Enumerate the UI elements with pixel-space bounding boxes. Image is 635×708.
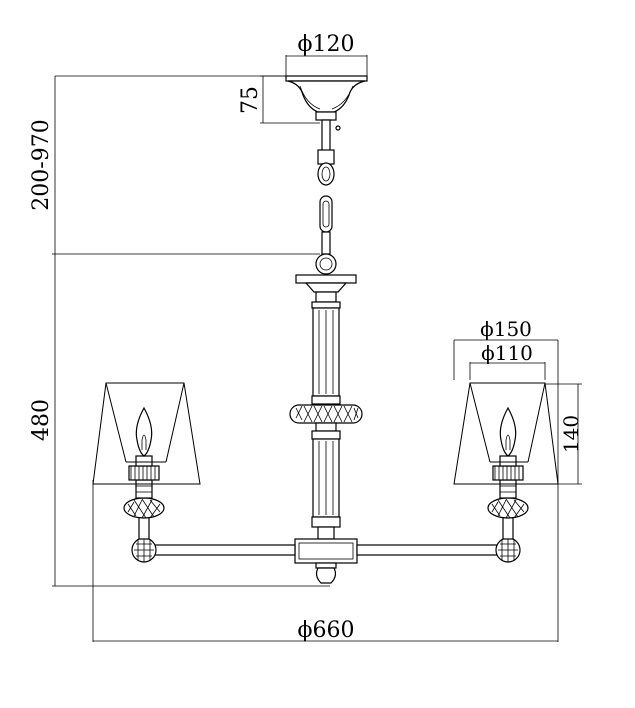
dimension-lines xyxy=(52,55,582,642)
hanging-chain xyxy=(315,149,337,275)
arms xyxy=(131,537,521,563)
right-lamp xyxy=(453,382,559,540)
canopy-diameter-label: ϕ120 xyxy=(298,32,355,57)
overall-width-label: ϕ660 xyxy=(298,618,355,643)
shade-height-label: 140 xyxy=(559,415,583,453)
central-column xyxy=(289,274,363,584)
ceiling-canopy xyxy=(285,75,368,153)
shade-bottom-label: ϕ150 xyxy=(480,317,532,341)
chain-length-label: 200-970 xyxy=(29,119,54,210)
left-lamp xyxy=(92,382,201,540)
shade-top-label: ϕ110 xyxy=(481,341,533,365)
canopy-height-label: 75 xyxy=(238,86,263,114)
body-height-label: 480 xyxy=(29,399,54,441)
